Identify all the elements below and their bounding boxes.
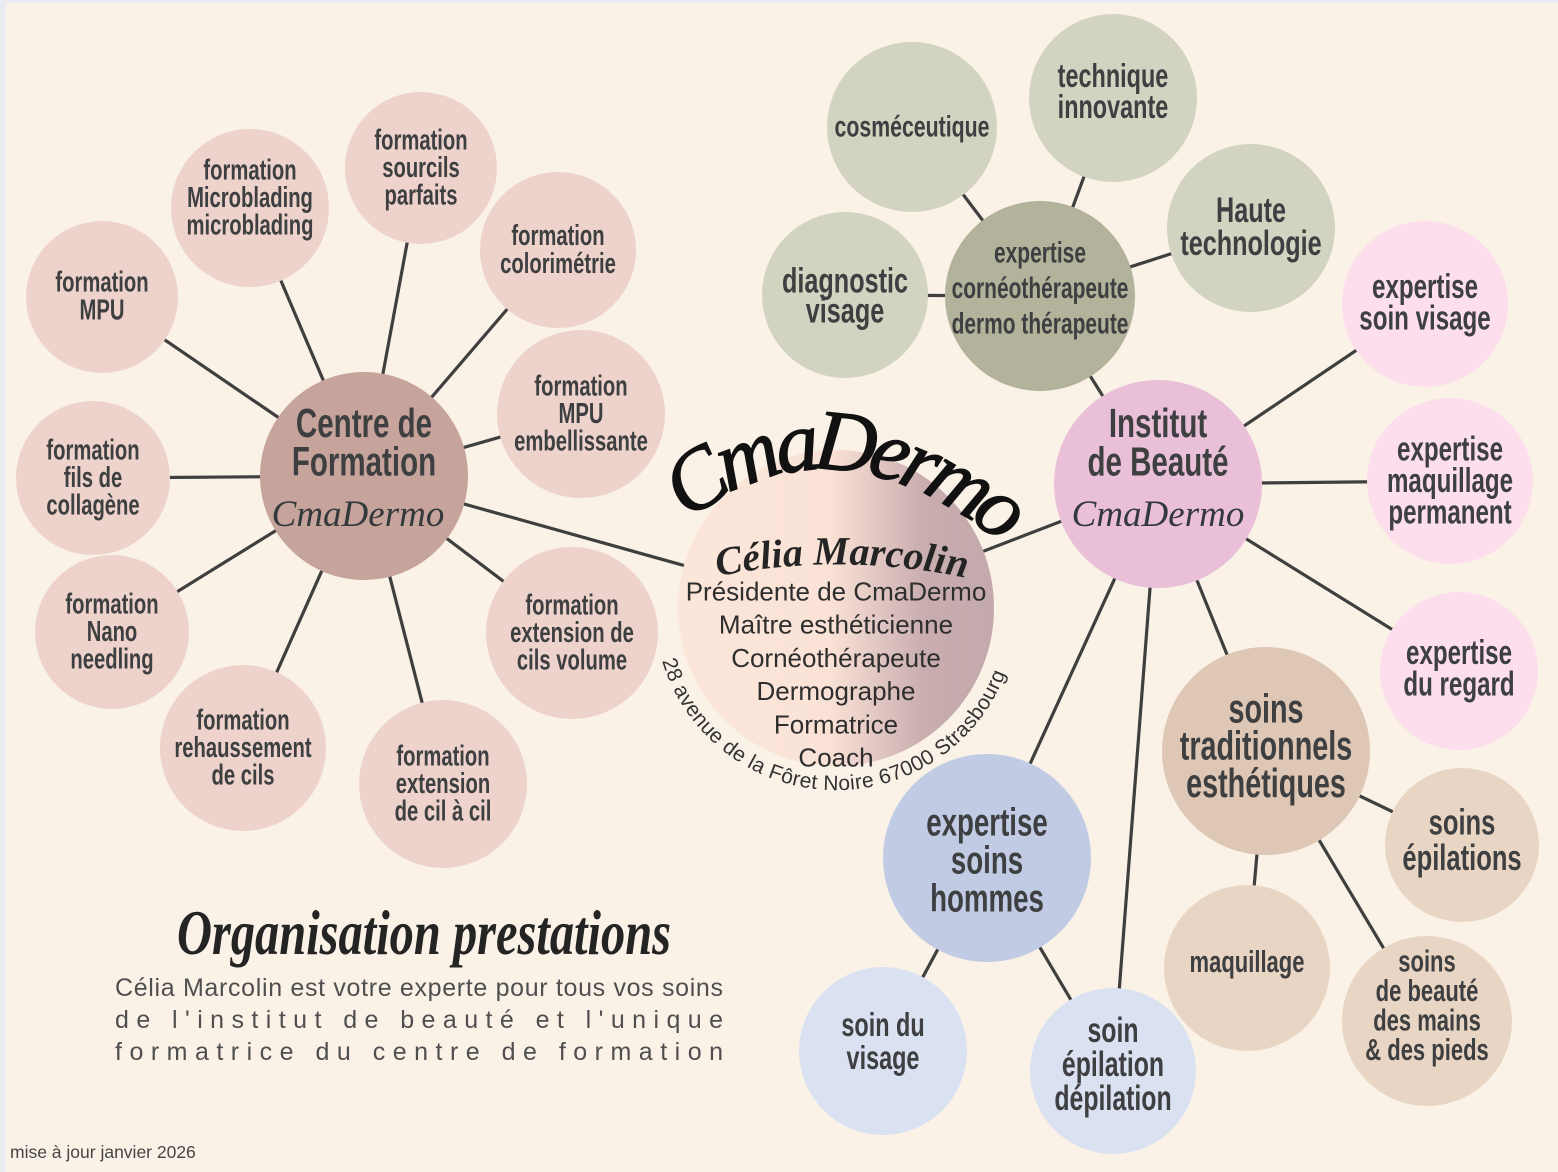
svg-text:soins: soins <box>1398 944 1455 979</box>
svg-text:Célia Marcolin est votre exper: Célia Marcolin est votre experte pour to… <box>115 974 723 1002</box>
svg-text:Formatrice: Formatrice <box>774 709 898 739</box>
svg-text:Microblading: Microblading <box>187 183 313 214</box>
svg-text:Maître esthéticienne: Maître esthéticienne <box>719 610 953 640</box>
svg-text:cosméceutique: cosméceutique <box>835 109 990 144</box>
svg-text:de Beauté: de Beauté <box>1087 439 1228 485</box>
svg-text:Nano: Nano <box>87 617 138 648</box>
svg-text:cils volume: cils volume <box>517 645 627 676</box>
svg-text:dépilation: dépilation <box>1054 1080 1171 1118</box>
svg-text:maquillage: maquillage <box>1190 944 1305 979</box>
svg-text:Institut: Institut <box>1109 400 1207 446</box>
svg-text:formation: formation <box>525 590 618 621</box>
svg-text:de beauté: de beauté <box>1376 973 1479 1008</box>
svg-text:de cil à cil: de cil à cil <box>395 796 492 827</box>
svg-text:Formation: Formation <box>292 439 436 485</box>
svg-text:& des pieds: & des pieds <box>1365 1032 1489 1067</box>
svg-text:colorimétrie: colorimétrie <box>500 249 616 280</box>
svg-text:visage: visage <box>847 1040 920 1077</box>
svg-text:Dermographe: Dermographe <box>757 676 916 706</box>
svg-text:needling: needling <box>70 644 153 675</box>
svg-text:traditionnels: traditionnels <box>1180 724 1352 769</box>
svg-text:formation: formation <box>65 589 158 620</box>
svg-text:esthétiques: esthétiques <box>1186 761 1346 806</box>
svg-text:embellissante: embellissante <box>514 426 648 457</box>
svg-text:permanent: permanent <box>1388 493 1511 531</box>
svg-text:expertise: expertise <box>926 801 1048 845</box>
svg-text:formation: formation <box>374 125 467 156</box>
svg-text:soin du: soin du <box>841 1007 924 1044</box>
svg-text:formation: formation <box>203 155 296 186</box>
svg-text:formation: formation <box>46 435 139 466</box>
svg-text:technologie: technologie <box>1180 223 1321 263</box>
svg-text:sourcils: sourcils <box>382 153 460 184</box>
svg-text:MPU: MPU <box>559 399 604 430</box>
svg-text:formation: formation <box>196 705 289 736</box>
svg-text:CmaDermo: CmaDermo <box>1072 494 1245 535</box>
svg-text:maquillage: maquillage <box>1387 462 1513 500</box>
svg-text:collagène: collagène <box>46 490 139 521</box>
svg-text:rehaussement: rehaussement <box>174 733 311 764</box>
svg-text:soins: soins <box>951 839 1023 883</box>
svg-text:Centre de: Centre de <box>296 400 432 446</box>
svg-text:parfaits: parfaits <box>384 180 457 211</box>
svg-text:diagnostic: diagnostic <box>782 260 908 300</box>
svg-text:formation: formation <box>511 221 604 252</box>
svg-text:des mains: des mains <box>1373 1003 1481 1038</box>
svg-text:visage: visage <box>806 290 884 330</box>
svg-text:Haute: Haute <box>1216 190 1286 230</box>
svg-text:Cornéothérapeute: Cornéothérapeute <box>731 643 941 673</box>
svg-text:soins: soins <box>1429 802 1496 842</box>
svg-text:CmaDermo: CmaDermo <box>272 494 445 535</box>
svg-text:expertise: expertise <box>1406 634 1512 672</box>
svg-text:soin visage: soin visage <box>1359 300 1490 338</box>
svg-text:soins: soins <box>1228 687 1303 732</box>
svg-text:formation: formation <box>396 741 489 772</box>
svg-text:microblading: microblading <box>187 210 314 241</box>
svg-text:du regard: du regard <box>1403 666 1514 704</box>
svg-text:hommes: hommes <box>930 877 1044 921</box>
svg-text:formatrice du centre de format: formatrice du centre de formation <box>115 1038 723 1066</box>
svg-text:soin: soin <box>1087 1012 1138 1050</box>
svg-text:formation: formation <box>55 267 148 298</box>
svg-text:innovante: innovante <box>1058 89 1169 126</box>
svg-text:fils de: fils de <box>64 463 122 494</box>
svg-text:extension de: extension de <box>510 618 634 649</box>
svg-text:extension: extension <box>396 769 490 800</box>
svg-text:cornéothérapeute: cornéothérapeute <box>952 272 1129 304</box>
svg-text:formation: formation <box>534 371 627 402</box>
svg-text:dermo thérapeute: dermo thérapeute <box>952 308 1129 340</box>
svg-text:technique: technique <box>1058 58 1169 95</box>
svg-text:Organisation prestations: Organisation prestations <box>177 898 671 968</box>
svg-text:épilations: épilations <box>1402 838 1521 878</box>
svg-text:expertise: expertise <box>1372 268 1478 306</box>
svg-text:mise à jour janvier 2026: mise à jour janvier 2026 <box>10 1142 196 1162</box>
svg-text:expertise: expertise <box>1397 430 1503 468</box>
svg-text:de cils: de cils <box>212 760 275 791</box>
svg-text:expertise: expertise <box>994 237 1086 269</box>
svg-text:Présidente de CmaDermo: Présidente de CmaDermo <box>686 577 987 607</box>
svg-text:D: D <box>810 391 882 493</box>
svg-text:MPU: MPU <box>80 295 125 326</box>
svg-text:Coach: Coach <box>798 743 873 773</box>
svg-text:épilation: épilation <box>1062 1046 1164 1084</box>
